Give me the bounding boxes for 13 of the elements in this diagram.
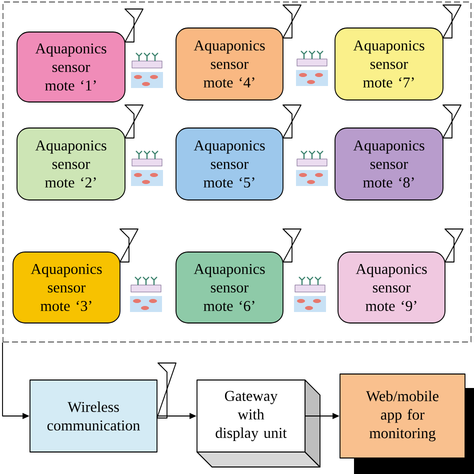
sensor-mote-box: Aquaponics sensor mote ‘7’ <box>334 28 444 100</box>
sensor-mote-box: Aquaponics sensor mote ‘3’ <box>12 252 120 324</box>
sensor-mote-box: Aquaponics sensor mote ‘5’ <box>176 128 284 200</box>
gateway-box: Gateway with display unit <box>196 380 320 468</box>
dashed-frame <box>2 2 472 342</box>
process-box: Wireless communication <box>30 380 158 452</box>
sensor-mote-box: Aquaponics sensor mote ‘2’ <box>16 128 126 200</box>
sensor-mote-box: Aquaponics sensor mote ‘6’ <box>176 252 284 324</box>
sensor-mote-box: Aquaponics sensor mote ‘4’ <box>176 28 284 100</box>
sensor-mote-box: Aquaponics sensor mote ‘8’ <box>334 128 444 200</box>
app-box: Web/mobile app for monitoring <box>340 374 474 474</box>
sensor-mote-box: Aquaponics sensor mote ‘1’ <box>16 32 126 102</box>
sensor-mote-box: Aquaponics sensor mote ‘9’ <box>338 252 446 324</box>
